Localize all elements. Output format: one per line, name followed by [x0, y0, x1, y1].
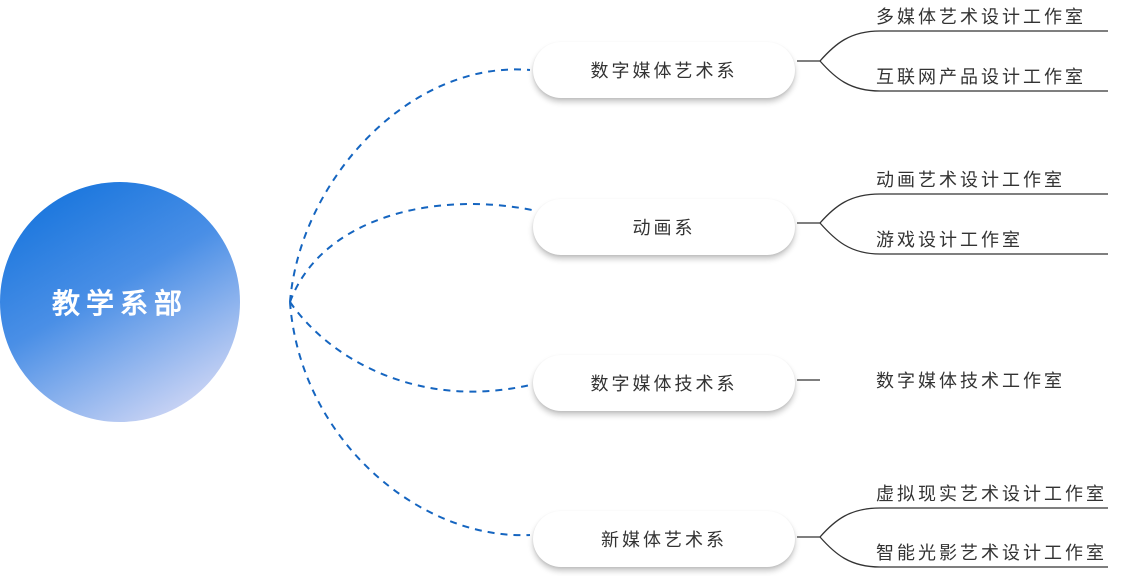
- studio-label: 数字媒体技术工作室: [876, 371, 1065, 392]
- dept-label: 数字媒体技术系: [590, 374, 738, 395]
- studio-label: 虚拟现实艺术设计工作室: [876, 484, 1107, 505]
- root-label: 教学系部: [51, 287, 188, 320]
- dept-node-new-media-art[interactable]: 新媒体艺术系: [533, 511, 795, 567]
- dept-label: 数字媒体艺术系: [590, 61, 738, 82]
- studio-label: 多媒体艺术设计工作室: [876, 7, 1086, 28]
- dept-node-animation[interactable]: 动画系: [533, 199, 795, 255]
- studio-label: 动画艺术设计工作室: [876, 170, 1065, 191]
- dept-label: 动画系: [632, 218, 696, 239]
- branch-dept-2: [797, 193, 1108, 255]
- studio-label: 游戏设计工作室: [876, 230, 1023, 251]
- connector-root-dept-3: [289, 301, 531, 393]
- root-node[interactable]: 教学系部: [0, 182, 240, 422]
- connector-root-dept-1: [289, 68, 531, 303]
- connector-root-dept-4: [289, 301, 531, 537]
- connector-root-dept-2: [289, 203, 533, 303]
- branch-dept-1: [797, 30, 1108, 92]
- dept-node-digital-media-art[interactable]: 数字媒体艺术系: [533, 42, 795, 98]
- dept-label: 新媒体艺术系: [601, 530, 727, 551]
- studio-label: 互联网产品设计工作室: [876, 67, 1086, 88]
- studio-label: 智能光影艺术设计工作室: [876, 543, 1107, 564]
- branch-dept-4: [797, 507, 1108, 568]
- dept-node-digital-media-tech[interactable]: 数字媒体技术系: [533, 355, 795, 411]
